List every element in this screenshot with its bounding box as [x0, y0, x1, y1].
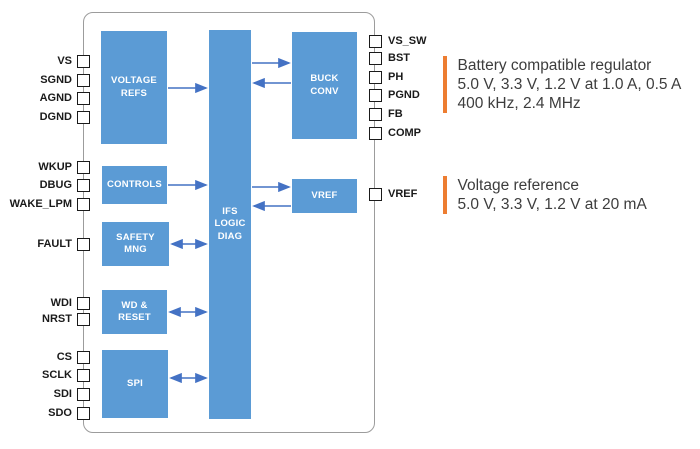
pin-square	[77, 73, 90, 87]
pin-wdi: WDI	[0, 296, 90, 310]
pin-fault: FAULT	[0, 237, 90, 251]
pin-square	[77, 387, 90, 401]
block-spi: SPI	[102, 350, 168, 418]
block-wd-reset-label: WD & RESET	[118, 299, 151, 324]
block-safety-mng: SAFETY MNG	[102, 222, 169, 266]
annotation-line: 5.0 V, 3.3 V, 1.2 V at 1.0 A, 0.5 A	[457, 76, 682, 93]
pin-cs: CS	[0, 350, 90, 364]
pin-comp: COMP	[369, 126, 489, 140]
pin-fb: FB	[369, 107, 489, 121]
annotation-buck-regulator: Battery compatible regulator 5.0 V, 3.3 …	[443, 56, 681, 113]
annotation-title: Voltage reference	[457, 177, 580, 194]
pin-ph: PH	[369, 70, 489, 84]
pin-square	[77, 160, 90, 174]
block-vref-label: VREF	[311, 189, 338, 201]
pin-square	[77, 312, 90, 326]
pin-square	[77, 91, 90, 105]
pin-wkup: WKUP	[0, 160, 90, 174]
pin-bst: BST	[369, 51, 489, 65]
annotation-title: Battery compatible regulator	[457, 57, 652, 74]
pin-dbug: DBUG	[0, 178, 90, 192]
block-wd-reset: WD & RESET	[102, 290, 167, 334]
pin-agnd: AGND	[0, 91, 90, 105]
pin-square	[77, 368, 90, 382]
pin-square	[369, 126, 382, 140]
annotation-line: 5.0 V, 3.3 V, 1.2 V at 20 mA	[457, 196, 647, 213]
pin-square	[369, 34, 382, 48]
pin-square	[77, 296, 90, 310]
pin-square	[369, 70, 382, 84]
pin-square	[77, 110, 90, 124]
pin-sgnd: SGND	[0, 73, 90, 87]
block-controls-label: CONTROLS	[107, 178, 162, 190]
block-voltage-refs-label: VOLTAGE REFS	[111, 75, 157, 99]
pin-square	[77, 237, 90, 251]
pin-square	[77, 350, 90, 364]
pin-nrst: NRST	[0, 312, 90, 326]
pin-square	[77, 197, 90, 211]
pin-square	[369, 107, 382, 121]
block-safety-mng-label: SAFETY MNG	[116, 231, 155, 256]
block-voltage-refs: VOLTAGE REFS	[101, 31, 167, 144]
annotation-voltage-reference: Voltage reference 5.0 V, 3.3 V, 1.2 V at…	[443, 176, 647, 214]
annotation-line: 400 kHz, 2.4 MHz	[457, 95, 581, 112]
pin-sclk: SCLK	[0, 368, 90, 382]
pin-sdo: SDO	[0, 406, 90, 420]
pin-square	[369, 187, 382, 201]
pin-pgnd: PGND	[369, 88, 489, 102]
accent-bar	[443, 176, 447, 214]
pin-square	[77, 178, 90, 192]
pin-dgnd: DGND	[0, 110, 90, 124]
block-ifs-logic-diag-label: IFS LOGIC DIAG	[214, 205, 246, 242]
block-controls: CONTROLS	[102, 166, 167, 204]
pin-square	[77, 406, 90, 420]
accent-bar	[443, 56, 447, 113]
block-buck-conv-label: BUCK CONV	[310, 73, 339, 97]
pin-square	[77, 54, 90, 68]
pin-square	[369, 51, 382, 65]
block-vref: VREF	[292, 179, 357, 213]
block-ifs-logic-diag: IFS LOGIC DIAG	[209, 30, 251, 419]
pin-sdi: SDI	[0, 387, 90, 401]
block-buck-conv: BUCK CONV	[292, 32, 357, 139]
pin-square	[369, 88, 382, 102]
block-spi-label: SPI	[127, 377, 143, 389]
pin-wake-lpm: WAKE_LPM	[0, 197, 90, 211]
pin-vs-sw: VS_SW	[369, 34, 489, 48]
pin-vref: VREF	[369, 187, 489, 201]
pin-vs: VS	[0, 54, 90, 68]
